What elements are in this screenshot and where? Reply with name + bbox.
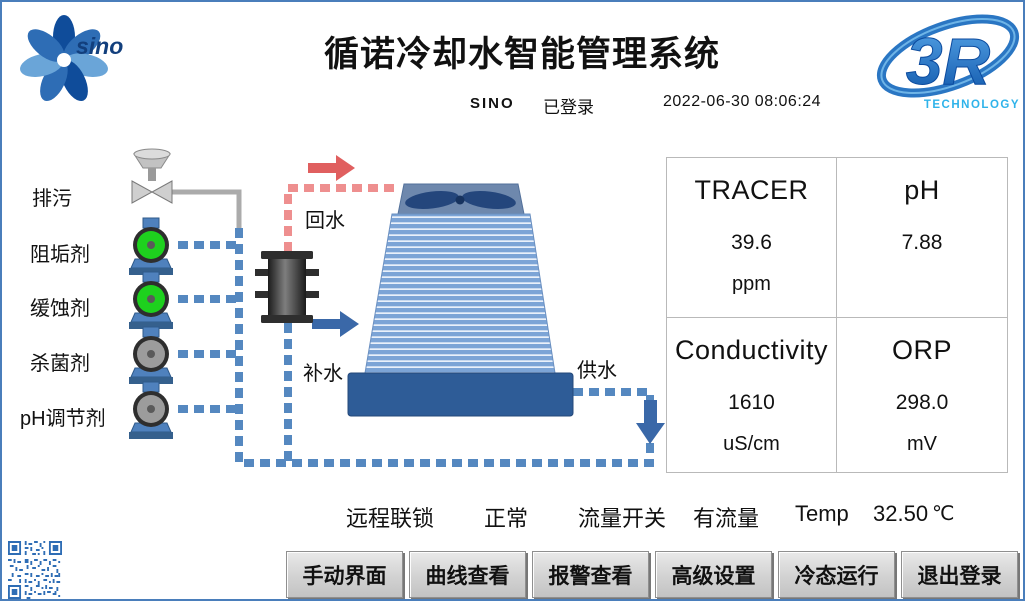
metric-unit: ppm: [732, 273, 771, 295]
label-makeup-water: 补水: [303, 363, 343, 385]
supply-flow-arrow-icon: [636, 400, 665, 444]
metric-unit: uS/cm: [723, 433, 780, 455]
sino-logo: sino: [20, 15, 123, 102]
metric-orp: ORP 298.0 mV: [837, 318, 1007, 472]
metric-tracer: TRACER 39.6 ppm: [667, 158, 837, 318]
flow-switch-label: 流量开关: [578, 506, 667, 531]
alarm-view-button[interactable]: 报警查看: [532, 551, 649, 598]
manual-screen-button[interactable]: 手动界面: [286, 551, 403, 598]
flow-switch-value: 有流量: [693, 506, 760, 531]
page-title: 循诺冷却水智能管理系统: [323, 35, 720, 74]
temp-label: Temp: [795, 501, 849, 526]
metric-value: 7.88: [901, 231, 943, 254]
3r-logo-text: 3R: [906, 24, 991, 98]
3r-logo: 3R TECHNOLOGY: [876, 14, 1020, 111]
pump-corrosion-inhibitor[interactable]: [129, 271, 173, 329]
metric-value: 39.6: [731, 231, 772, 254]
temp-unit: ℃: [932, 503, 955, 525]
metrics-panel: TRACER 39.6 ppm pH 7.88 Conductivity 161…: [666, 157, 1008, 473]
makeup-flow-arrow-icon: [312, 311, 359, 337]
return-water-pipe: [284, 184, 394, 252]
label-corrosion-inhibitor: 缓蚀剂: [30, 298, 90, 320]
pump-biocide[interactable]: [129, 326, 173, 384]
3r-swoosh-icon: [876, 14, 1020, 98]
login-user: SINO: [470, 95, 515, 112]
login-status: 已登录: [543, 98, 594, 117]
cold-run-button[interactable]: 冷态运行: [778, 551, 895, 598]
sino-flower-icon: [20, 15, 108, 102]
bottom-button-bar: 手动界面 曲线查看 报警查看 高级设置 冷态运行 退出登录: [286, 551, 1018, 598]
metric-conductivity: Conductivity 1610 uS/cm: [667, 318, 837, 472]
datetime: 2022-06-30 08:06:24: [663, 93, 822, 110]
cooling-tower: [347, 183, 574, 417]
metric-name: pH: [904, 175, 940, 205]
metric-unit: mV: [907, 433, 937, 455]
label-scale-inhibitor: 阻垢剂: [30, 244, 90, 266]
label-return-water: 回水: [305, 210, 345, 232]
curve-view-button[interactable]: 曲线查看: [409, 551, 526, 598]
3r-logo-subtext: TECHNOLOGY: [924, 99, 1020, 111]
label-supply-water: 供水: [577, 360, 617, 382]
label-biocide: 杀菌剂: [30, 353, 90, 375]
metric-name: TRACER: [694, 175, 809, 205]
filter-vessel: [255, 251, 319, 323]
qr-code: [8, 541, 62, 599]
temp-value: 32.50: [873, 501, 929, 526]
label-drain: 排污: [32, 188, 72, 210]
interlock-value: 正常: [484, 506, 529, 531]
interlock-label: 远程联锁: [346, 506, 435, 531]
pump-ph-adjuster[interactable]: [129, 381, 173, 439]
logout-button[interactable]: 退出登录: [901, 551, 1018, 598]
metric-name: ORP: [891, 335, 952, 365]
drain-valve[interactable]: [131, 148, 173, 204]
pump-scale-inhibitor[interactable]: [129, 217, 173, 275]
water-loop-pipes: [235, 228, 654, 467]
sino-logo-text: sino: [76, 33, 123, 59]
metric-ph: pH 7.88: [837, 158, 1007, 318]
chemical-pipes: [178, 241, 237, 413]
label-ph-adjuster: pH调节剂: [20, 408, 106, 430]
metric-name: Conductivity: [674, 335, 829, 365]
drain-pipe: [170, 189, 242, 228]
return-flow-arrow-icon: [308, 155, 355, 181]
advanced-settings-button[interactable]: 高级设置: [655, 551, 772, 598]
metric-value: 298.0: [895, 391, 949, 414]
metric-value: 1610: [728, 391, 775, 414]
